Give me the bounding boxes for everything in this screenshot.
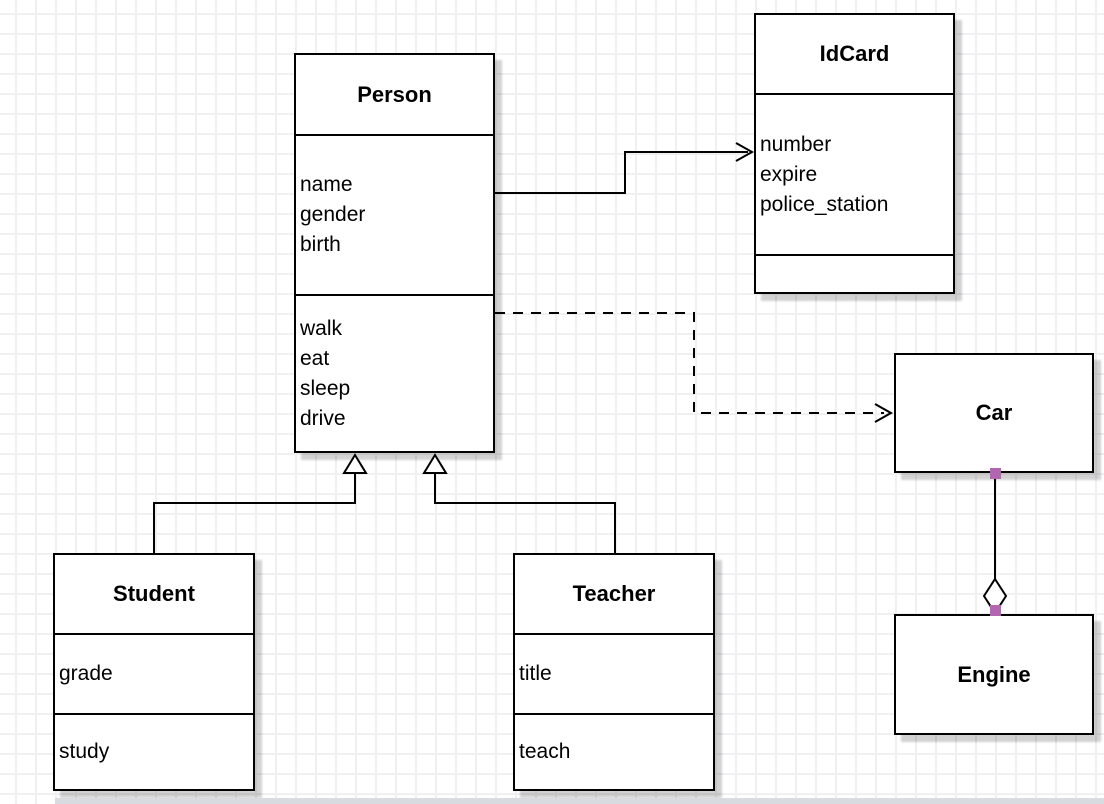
class-title: Car bbox=[975, 400, 1013, 425]
method: teach bbox=[519, 740, 571, 763]
class-title: IdCard bbox=[819, 41, 890, 66]
generalization-triangle-icon bbox=[422, 453, 448, 474]
class-person[interactable]: Person name gender birth walk eat sleep … bbox=[294, 53, 495, 453]
edge-generalization-teacher-person[interactable] bbox=[434, 474, 616, 553]
attribute: name bbox=[300, 173, 353, 196]
attribute: grade bbox=[59, 662, 113, 685]
attribute: title bbox=[519, 662, 552, 685]
attributes-compartment: name gender birth bbox=[296, 134, 493, 294]
class-title: Student bbox=[113, 581, 195, 606]
method: drive bbox=[300, 406, 346, 430]
class-teacher[interactable]: Teacher title teach bbox=[513, 553, 715, 791]
open-arrowhead-icon bbox=[735, 142, 755, 162]
connection-point[interactable] bbox=[990, 468, 1001, 479]
class-car[interactable]: Car bbox=[894, 353, 1094, 473]
class-engine[interactable]: Engine bbox=[894, 614, 1094, 735]
class-title: Person bbox=[357, 81, 432, 107]
class-title: Engine bbox=[957, 661, 1031, 687]
attributes-compartment: grade bbox=[55, 633, 253, 713]
attribute: gender bbox=[300, 203, 366, 226]
method: walk bbox=[300, 316, 343, 340]
generalization-triangle-icon bbox=[342, 453, 368, 474]
attributes-compartment: title bbox=[515, 633, 713, 713]
attribute: number bbox=[760, 132, 832, 156]
methods-compartment bbox=[756, 254, 953, 292]
method: study bbox=[59, 740, 110, 763]
open-arrowhead-icon bbox=[874, 403, 894, 423]
attribute: police_station bbox=[760, 192, 889, 216]
method: eat bbox=[300, 346, 330, 370]
attribute: expire bbox=[760, 162, 818, 186]
class-idcard[interactable]: IdCard number expire police_station bbox=[754, 13, 955, 294]
class-student[interactable]: Student grade study bbox=[53, 553, 255, 791]
methods-compartment: study bbox=[55, 713, 253, 789]
methods-compartment: walk eat sleep drive bbox=[296, 294, 493, 451]
method: sleep bbox=[300, 376, 351, 400]
edge-generalization-student-person[interactable] bbox=[153, 474, 356, 553]
class-title: Teacher bbox=[572, 581, 656, 606]
connection-point[interactable] bbox=[990, 605, 1001, 616]
attribute: birth bbox=[300, 233, 341, 256]
attributes-compartment: number expire police_station bbox=[756, 93, 953, 254]
methods-compartment: teach bbox=[515, 713, 713, 789]
canvas-bottom-edge bbox=[55, 798, 1104, 804]
edge-dependency-person-car[interactable] bbox=[495, 312, 884, 414]
edge-association-person-idcard[interactable] bbox=[495, 151, 748, 194]
